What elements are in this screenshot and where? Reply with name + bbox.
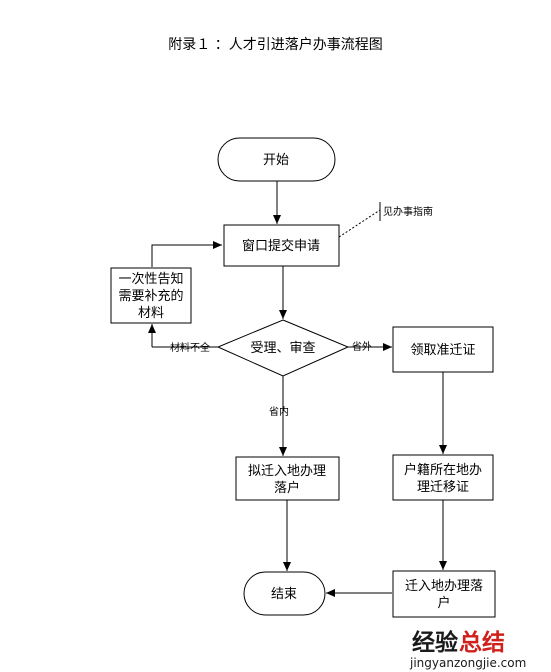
node-settle: 拟迁入地办理 落户 <box>235 456 340 501</box>
node-transfer-line2: 理迁移证 <box>417 480 469 495</box>
node-permit-label: 领取准迁证 <box>410 343 475 358</box>
edge-label-outside: 省外 <box>352 340 372 353</box>
node-settle-line2: 落户 <box>274 480 300 496</box>
node-move-line1: 迁入地办理落 <box>405 579 483 594</box>
edge-apply-to-note <box>338 209 381 238</box>
edge-label-inside: 省内 <box>269 405 289 418</box>
node-end: 结束 <box>243 571 326 616</box>
node-settle-line1: 拟迁入地办理 <box>248 464 326 479</box>
node-notify: 一次性告知 需要补充的 材料 <box>110 267 192 324</box>
node-notify-line1: 一次性告知 <box>118 271 183 287</box>
connectors <box>148 181 447 597</box>
edge-label-incomplete: 材料不全 <box>170 341 210 354</box>
node-start: 开始 <box>217 137 336 182</box>
watermark-url: jingyanzongjie.com <box>409 656 526 670</box>
node-transfer-line1: 户籍所在地办 <box>404 462 482 478</box>
edge-notify-to-apply <box>151 241 222 267</box>
node-apply-label: 窗口提交申请 <box>242 238 320 254</box>
note-guide: 见办事指南 <box>379 202 433 221</box>
watermark: 经验 总结 jingyanzongjie.com <box>409 629 526 670</box>
note-guide-label: 见办事指南 <box>383 205 433 218</box>
node-move-line2: 户 <box>437 595 450 611</box>
node-end-label: 结束 <box>271 587 297 602</box>
node-apply: 窗口提交申请 <box>223 224 340 267</box>
page-title: 附录１ ：人才引进落户办事流程图 <box>168 37 383 53</box>
watermark-brand-1: 经验 <box>412 629 458 656</box>
node-move: 迁入地办理落 户 <box>392 570 496 618</box>
node-notify-line2: 需要补充的 <box>118 288 183 304</box>
node-notify-line3: 材料 <box>138 306 164 321</box>
node-permit: 领取准迁证 <box>392 326 494 373</box>
node-review-label: 受理、审查 <box>250 341 315 356</box>
node-review: 受理、审查 <box>216 319 350 377</box>
watermark-brand-2: 总结 <box>459 629 505 656</box>
node-transfer: 户籍所在地办 理迁移证 <box>392 454 494 501</box>
node-start-label: 开始 <box>263 153 289 168</box>
